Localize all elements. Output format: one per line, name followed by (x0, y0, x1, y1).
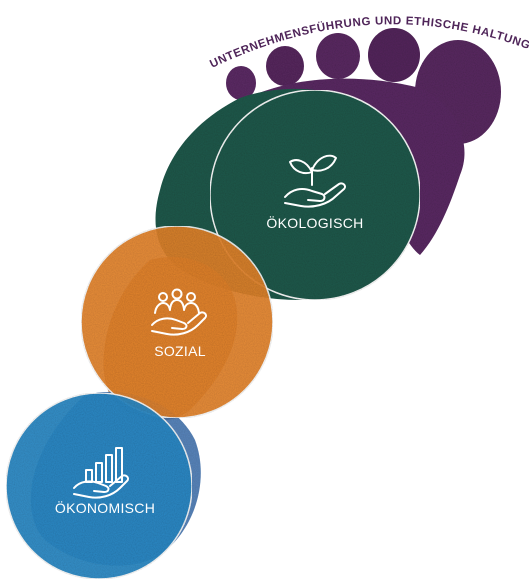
toe-1 (226, 66, 256, 100)
circle-oekologisch (209, 89, 421, 301)
hand-with-plant-icon (284, 154, 347, 208)
label-oekologisch: ÖKOLOGISCH (266, 215, 364, 231)
circle-oekonomisch (5, 392, 193, 580)
hand-with-bar-chart-icon (73, 447, 130, 499)
label-sozial: SOZIAL (154, 343, 206, 359)
toe-3 (316, 33, 360, 79)
toe-2 (266, 46, 304, 86)
circle-sozial (80, 225, 274, 419)
label-oekonomisch: ÖKONOMISCH (54, 500, 156, 516)
toe-4 (368, 28, 420, 82)
hand-with-people-icon (151, 288, 208, 336)
